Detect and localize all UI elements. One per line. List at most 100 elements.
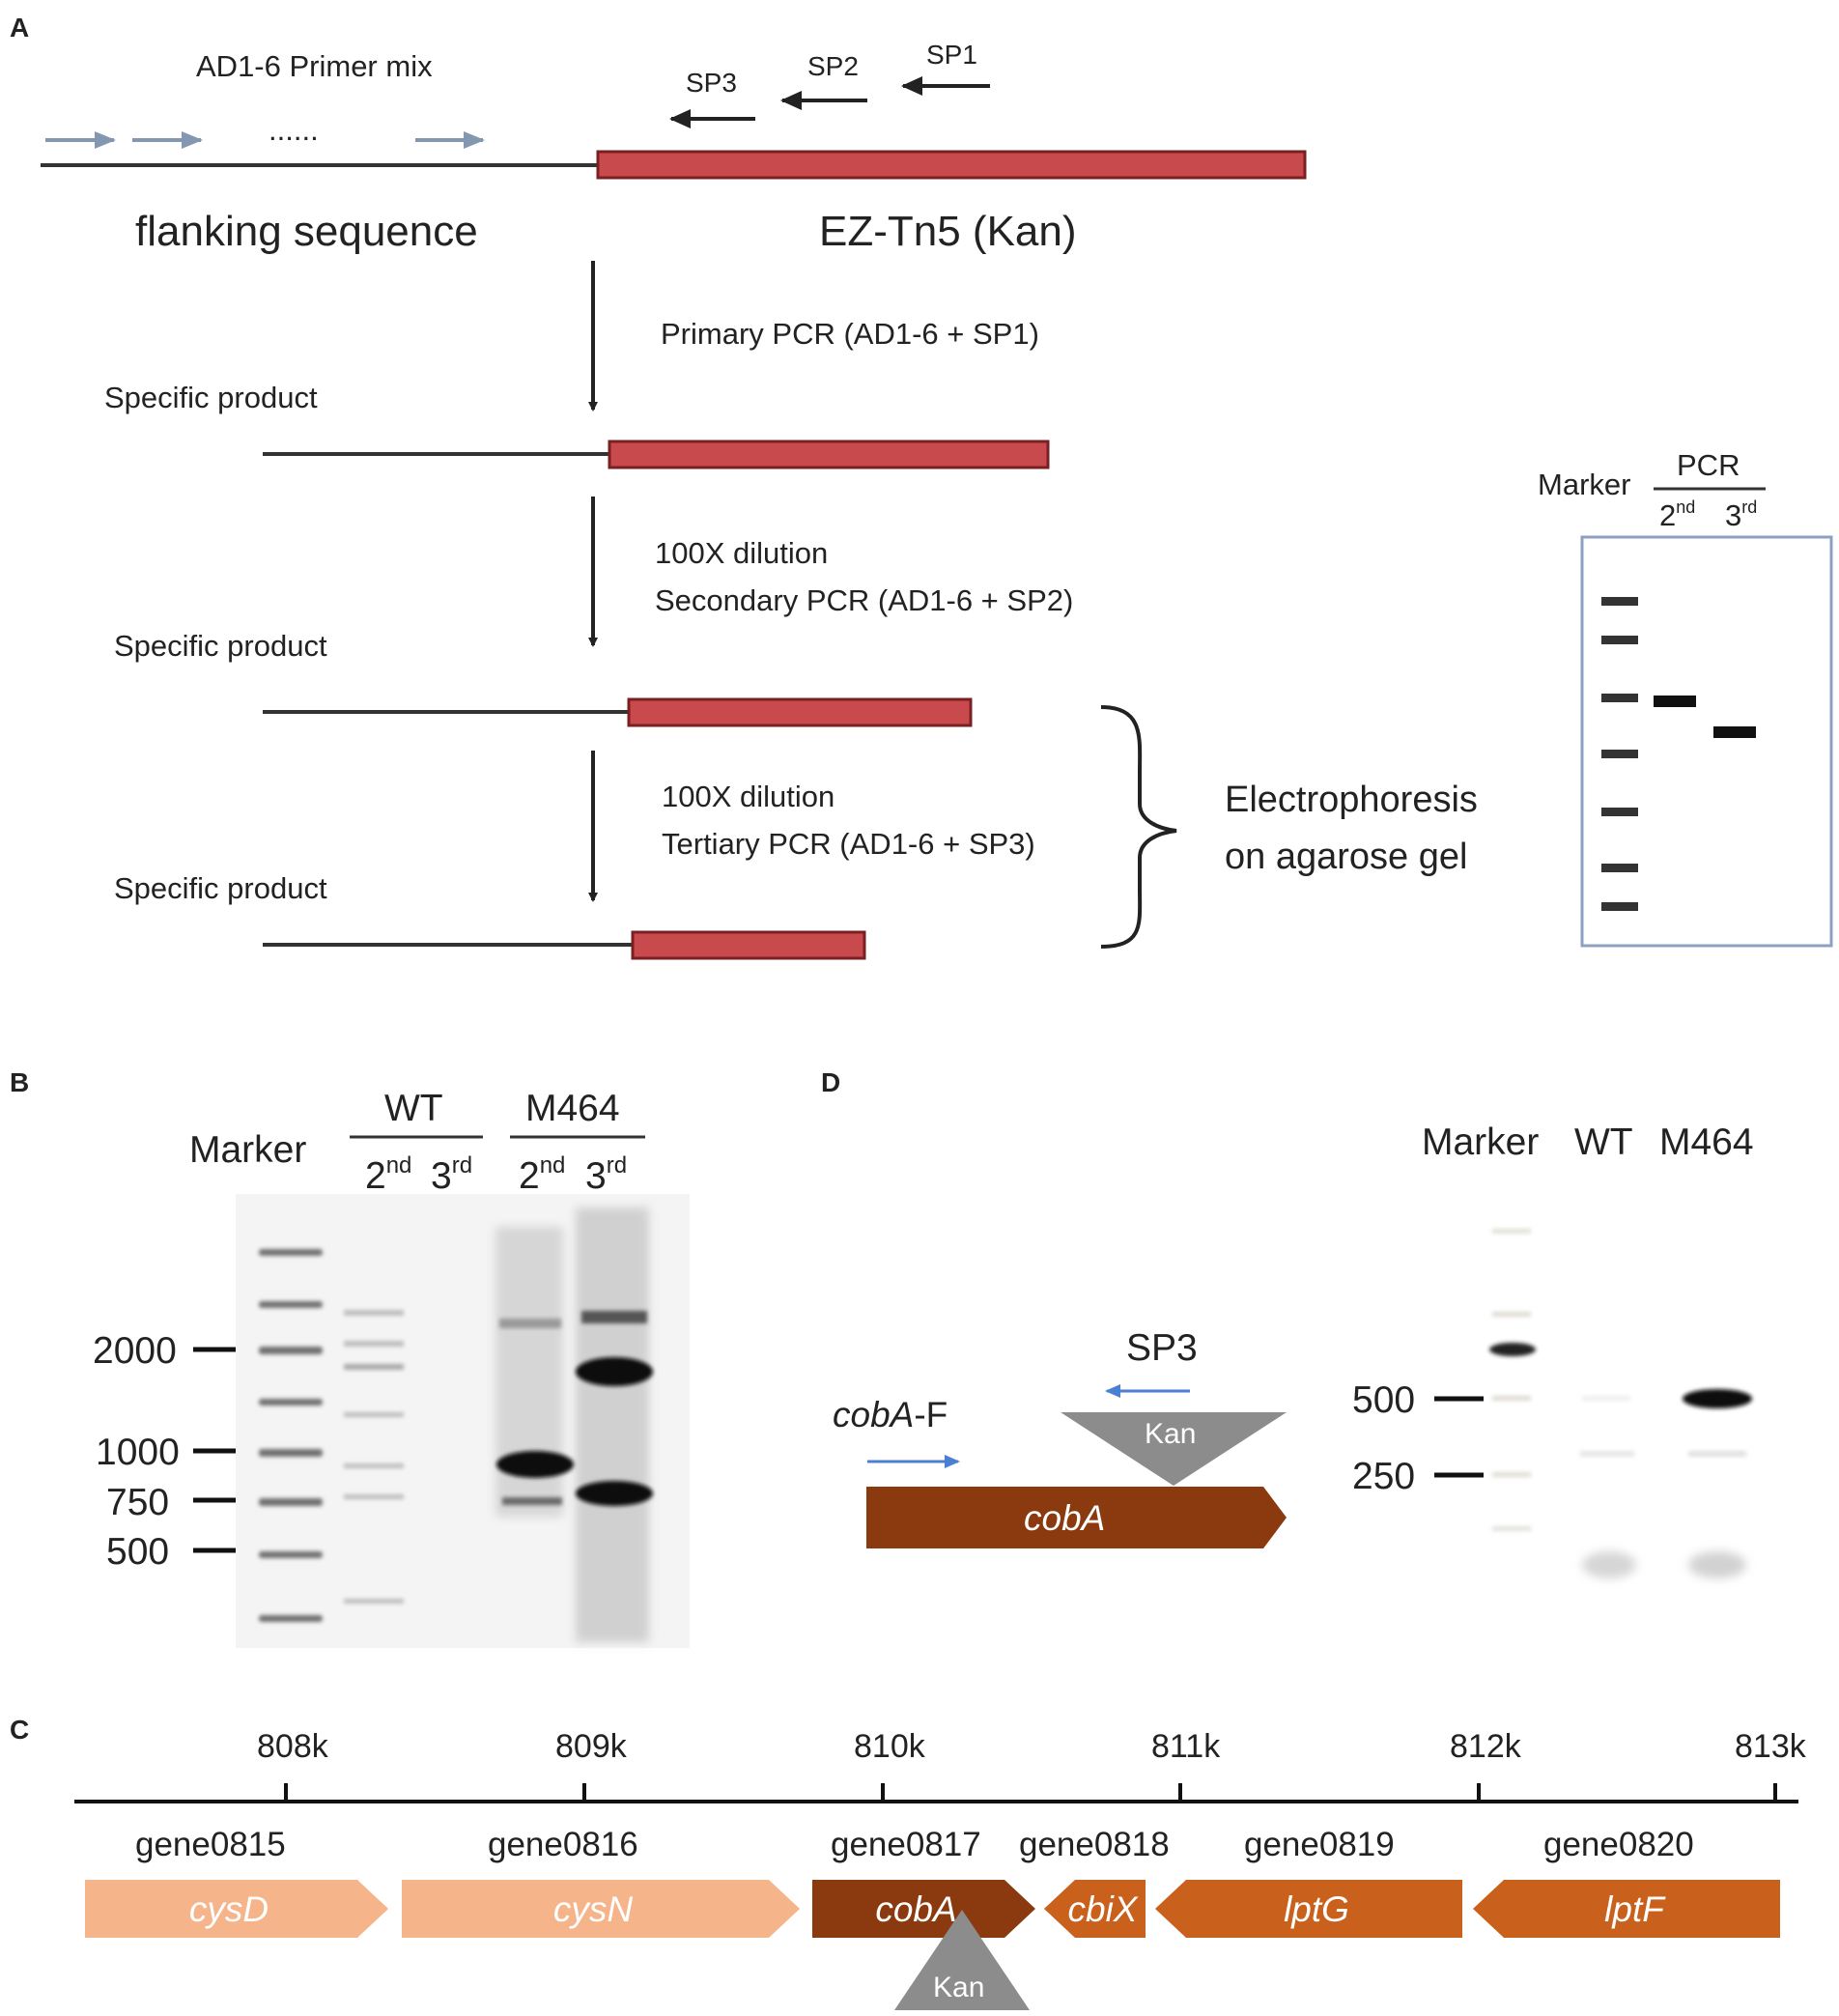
transposon-bar <box>596 150 1307 180</box>
product2-label: Specific product <box>114 629 327 663</box>
sp3-label: SP3 <box>686 68 737 98</box>
gel-b-faint-band <box>344 1310 404 1316</box>
gel-b-faint-band <box>344 1364 404 1370</box>
gene-arrow-lptF <box>1473 1880 1780 1938</box>
cobaf-primer-label: cobA-F <box>833 1395 948 1434</box>
gel-b-faint-band <box>344 1599 404 1604</box>
schematic-gel-lane3: 3rd <box>1725 497 1757 532</box>
gel-d-wt-label: WT <box>1574 1122 1633 1163</box>
transposon-label: EZ-Tn5 (Kan) <box>819 208 1077 255</box>
step1-label: Primary PCR (AD1-6 + SP1) <box>661 317 1039 351</box>
gel-b-ladder-band <box>259 1301 323 1308</box>
gel-b-ladder-band <box>259 1615 323 1622</box>
gel-b-ladder-band <box>259 1249 323 1256</box>
gel-b-m464-2nd-band-upper <box>499 1319 561 1328</box>
kan-label-d: Kan <box>1145 1418 1196 1450</box>
size-500-label-d: 500 <box>1352 1379 1415 1421</box>
product2-bar <box>627 697 973 727</box>
gene-arrow-cobA <box>812 1880 1035 1938</box>
schematic-gel-lane2: 2nd <box>1659 497 1695 532</box>
kan-label-c: Kan <box>933 1972 984 2003</box>
gene-id-label: gene0815 <box>135 1826 286 1863</box>
flanking-label: flanking sequence <box>135 208 478 255</box>
panel-a: A AD1-6 Primer mix ...... SP3 SP2 SP1 fl… <box>10 13 1833 960</box>
curly-brace <box>1100 705 1177 949</box>
gel-d-m464-band <box>1683 1389 1752 1408</box>
product3-bar <box>631 930 866 960</box>
schematic-ladder-band <box>1601 808 1638 816</box>
step3-line1: 100X dilution <box>662 780 835 813</box>
gene-id-label: gene0820 <box>1543 1826 1694 1863</box>
gel-b-ladder-band <box>259 1347 323 1354</box>
gel-b-faint-band <box>344 1412 404 1417</box>
sp2-label: SP2 <box>807 51 859 81</box>
product3-label: Specific product <box>114 871 327 905</box>
primer-mix-label: AD1-6 Primer mix <box>196 49 433 83</box>
gel-b-m464-2nd: 2nd <box>519 1152 565 1197</box>
gel-d-ladder-band <box>1492 1396 1531 1401</box>
schematic-marker-ladder <box>1601 597 1638 911</box>
gel-d-wt-primer-dimer <box>1582 1551 1636 1578</box>
sp3-primer-label: SP3 <box>1126 1327 1198 1369</box>
step2-line1: 100X dilution <box>655 536 828 570</box>
gel-b-wt-3rd: 3rd <box>431 1152 472 1197</box>
gel-d-m464-primer-dimer <box>1688 1551 1746 1578</box>
genome-tick-label: 811k <box>1151 1728 1221 1765</box>
gene-arrow-cbiX <box>1044 1880 1146 1938</box>
schematic-gel-pcr: PCR <box>1677 448 1740 482</box>
electrophoresis-line2: on agarose gel <box>1225 837 1467 877</box>
gene-name-label: lptF <box>1604 1889 1666 1929</box>
schematic-ladder-band <box>1601 902 1638 911</box>
step3-line2: Tertiary PCR (AD1-6 + SP3) <box>662 827 1035 861</box>
gene-id-label: gene0818 <box>1019 1826 1170 1863</box>
gel-d-marker-lane <box>1489 1229 1536 1531</box>
gel-d-m464-label: M464 <box>1659 1122 1754 1163</box>
gene-name-label: cbiX <box>1068 1889 1139 1929</box>
gene-arrow-cysN <box>402 1880 800 1938</box>
panel-d-label: D <box>821 1067 840 1097</box>
gel-b-ladder-band <box>259 1551 323 1558</box>
schematic-ladder-band <box>1601 750 1638 758</box>
schematic-ladder-band <box>1601 694 1638 702</box>
panel-b-label: B <box>10 1067 29 1097</box>
schematic-ladder-band <box>1601 597 1638 606</box>
gel-b-m464-3rd-smear <box>576 1207 649 1642</box>
genome-tick-label: 812k <box>1450 1728 1522 1765</box>
product1-label: Specific product <box>104 381 318 414</box>
genome-tick-label: 808k <box>257 1728 329 1765</box>
panel-d: D SP3 cobA-F Kan cobA Marker WT M464 500… <box>821 1067 1754 1578</box>
panel-a-label: A <box>10 13 29 43</box>
gel-b-marker-label: Marker <box>189 1129 306 1171</box>
gel-d-wt-faint-band <box>1582 1396 1630 1401</box>
gel-b-wt-label: WT <box>384 1088 443 1129</box>
gel-d-wt-faint-band-low <box>1580 1451 1634 1457</box>
gene-id-label: gene0819 <box>1244 1826 1395 1863</box>
gel-b-m464-label: M464 <box>525 1088 620 1129</box>
gel-d-ladder-band <box>1492 1526 1531 1531</box>
kan-insertion-triangle-c <box>894 1910 1030 2010</box>
gel-b-faint-band <box>344 1341 404 1347</box>
gel-b-m464-2nd-band-low <box>502 1497 562 1505</box>
gel-d-marker-label: Marker <box>1422 1122 1539 1163</box>
genome-tick-label: 809k <box>555 1728 628 1765</box>
gel-b-m464-3rd: 3rd <box>585 1152 627 1197</box>
gene-name-label: cysN <box>553 1889 634 1929</box>
gel-b-faint-band <box>344 1463 404 1468</box>
gel-d-image <box>1489 1229 1752 1578</box>
kan-insertion-triangle-d <box>1061 1412 1287 1486</box>
electrophoresis-line1: Electrophoresis <box>1225 780 1478 820</box>
gel-b-image <box>236 1194 690 1648</box>
gel-d-m464-faint-band <box>1688 1451 1746 1457</box>
panel-b: B Marker WT M464 2nd 3rd 2nd 3rd 2000 10… <box>10 1067 690 1648</box>
gene-arrow-lptG <box>1155 1880 1462 1938</box>
coba-gene-label-d: cobA <box>1024 1498 1105 1538</box>
schematic-gel-frame <box>1580 535 1833 948</box>
schematic-ladder-band <box>1601 864 1638 872</box>
genome-tick-label: 813k <box>1735 1728 1807 1765</box>
gene-arrow-cysD <box>85 1880 388 1938</box>
gel-b-m464-3rd-band-low <box>576 1481 653 1506</box>
gel-b-m464-3rd-band-top <box>581 1311 647 1323</box>
schematic-ladder-band <box>1601 636 1638 644</box>
